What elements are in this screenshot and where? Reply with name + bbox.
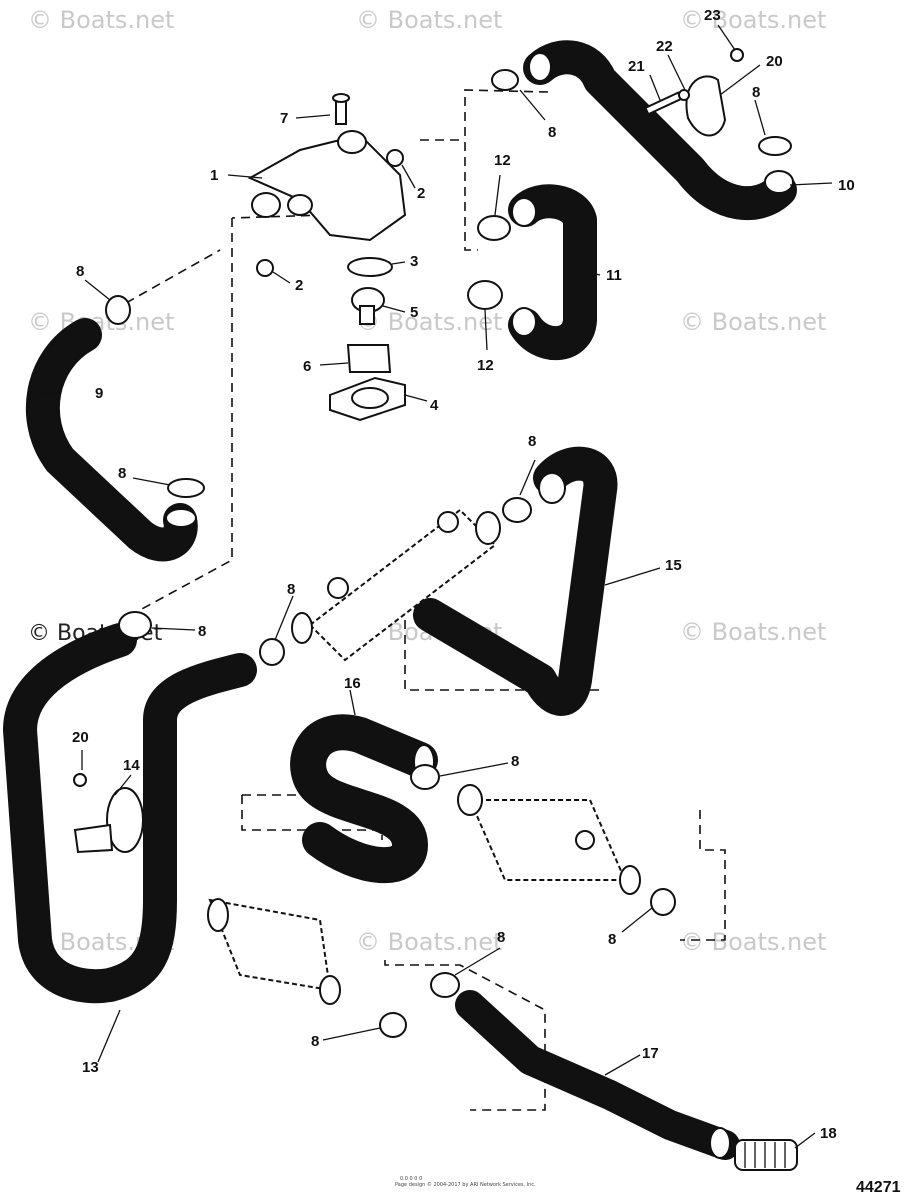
- callout-8-hose-16: 8: [511, 753, 519, 770]
- callout-8-hose-13: 8: [198, 623, 206, 640]
- callout-20-upper: 20: [766, 53, 783, 70]
- callout-7: 7: [280, 110, 288, 127]
- callout-11: 11: [606, 267, 622, 284]
- copyright-text: Page design © 2004-2017 by ARI Network S…: [395, 1181, 536, 1188]
- watermark-mid-right: © Boats.net: [680, 308, 826, 336]
- callout-2-lower: 2: [295, 277, 303, 294]
- thermostat-housing-1: [247, 130, 407, 242]
- clamp-20: [644, 48, 744, 137]
- callouts: 1 2 2 3 4 5 6 7 8 8 8 8 8 8 8 8 8 8 8 9 …: [72, 7, 855, 1142]
- callout-16: 16: [344, 675, 361, 692]
- watermark-low-right: © Boats.net: [680, 928, 826, 956]
- callout-13: 13: [82, 1059, 99, 1076]
- callout-15: 15: [665, 557, 682, 574]
- callout-4: 4: [430, 397, 439, 414]
- hose-clamps: [105, 69, 792, 1038]
- small-parts: [256, 93, 406, 422]
- callout-8-hose-15: 8: [528, 433, 536, 450]
- heat-exchanger-upper: [291, 508, 501, 662]
- heat-exchanger-lower: [457, 784, 641, 895]
- callout-1: 1: [210, 167, 218, 184]
- spring-18: [734, 1139, 798, 1171]
- hose-13: [3, 623, 257, 1004]
- watermark-center-right: © Boats.net: [680, 618, 826, 646]
- callout-10: 10: [838, 177, 855, 194]
- callout-2-upper: 2: [417, 185, 425, 202]
- watermark-top-left: © Boats.net: [28, 6, 174, 34]
- callout-8-hose-17: 8: [497, 929, 505, 946]
- clamp-14: [73, 773, 144, 854]
- power-steering-cooler: [207, 898, 341, 1005]
- callout-5: 5: [410, 304, 418, 321]
- callout-3: 3: [410, 253, 418, 270]
- callout-21: 21: [628, 58, 645, 75]
- hose-10: [523, 40, 797, 220]
- callout-8-left: 8: [76, 263, 84, 280]
- hose-17: [455, 990, 740, 1160]
- diagram-number: 44271: [856, 1179, 901, 1196]
- callout-12-lower: 12: [477, 357, 494, 374]
- footer: 0.0 0 0 0 Page design © 2004-2017 by ARI…: [395, 1176, 901, 1196]
- leader-lines: [40, 24, 833, 1149]
- callout-22: 22: [656, 38, 673, 55]
- callout-20-lower: 20: [72, 729, 89, 746]
- callout-12-upper: 12: [494, 152, 511, 169]
- callout-9: 9: [95, 385, 103, 402]
- callout-6: 6: [303, 358, 311, 375]
- footer-code: 0.0 0 0 0: [400, 1176, 422, 1182]
- hose-9: [25, 318, 198, 562]
- watermark-top-center: © Boats.net: [356, 6, 502, 34]
- callout-8-mid: 8: [287, 581, 295, 598]
- hose-11: [508, 184, 597, 361]
- callout-8-cooler: 8: [608, 931, 616, 948]
- callout-14: 14: [123, 757, 140, 774]
- callout-17: 17: [642, 1045, 659, 1062]
- hose-16: [290, 714, 438, 883]
- callout-23: 23: [704, 7, 721, 24]
- watermark-mid-center: © Boats.net: [356, 308, 502, 336]
- callout-8-top-right: 8: [752, 84, 760, 101]
- callout-8-top: 8: [548, 124, 556, 141]
- callout-8-hose-9: 8: [118, 465, 126, 482]
- watermark-top-right: © Boats.net: [680, 6, 826, 34]
- callout-18: 18: [820, 1125, 837, 1142]
- hose-15: [413, 446, 618, 716]
- watermark-low-center: © Boats.net: [356, 928, 502, 956]
- callout-8-bottom: 8: [311, 1033, 319, 1050]
